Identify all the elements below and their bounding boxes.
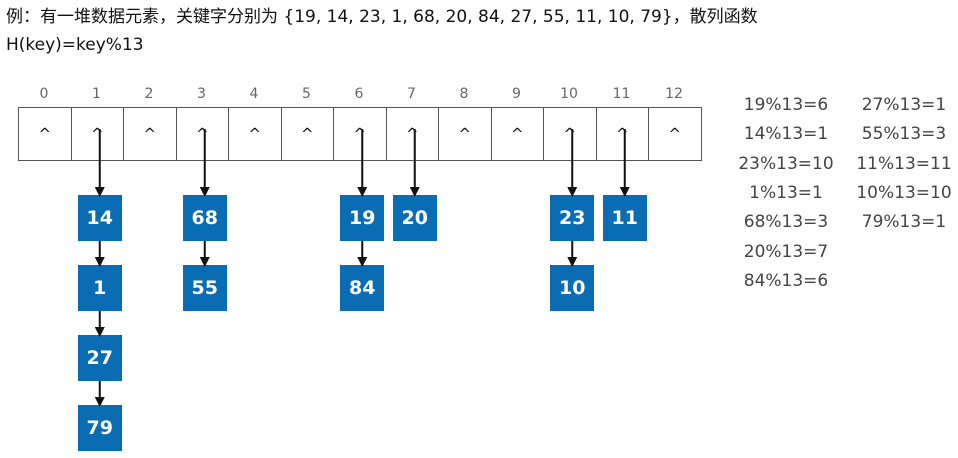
slot-index-4: 4 (249, 86, 259, 102)
chain-node-10: 10 (550, 265, 595, 311)
table-slot-2: ^ (123, 107, 177, 161)
hash-calc-20: 20%13=7 (743, 241, 829, 262)
table-slot-0: ^ (18, 107, 72, 161)
hash-calc-68: 68%13=3 (743, 212, 829, 233)
chain-node-1: 1 (77, 265, 122, 311)
null-pointer-symbol: ^ (38, 125, 52, 143)
slot-index-12: 12 (665, 86, 683, 102)
hash-calc-11: 11%13=11 (856, 153, 952, 174)
chain-node-27: 27 (77, 335, 122, 381)
null-pointer-symbol: ^ (195, 125, 209, 143)
hash-calc-79: 79%13=1 (861, 212, 947, 233)
table-slot-9: ^ (490, 107, 544, 161)
slot-index-6: 6 (354, 86, 364, 102)
table-slot-8: ^ (438, 107, 492, 161)
slot-index-0: 0 (39, 86, 49, 102)
table-slot-12: ^ (648, 107, 702, 161)
chain-node-14: 14 (77, 195, 122, 241)
hash-calc-84: 84%13=6 (743, 270, 829, 291)
null-pointer-symbol: ^ (668, 125, 682, 143)
null-pointer-symbol: ^ (458, 125, 472, 143)
table-slot-1: ^ (70, 107, 124, 161)
slot-index-3: 3 (197, 86, 206, 102)
slot-index-9: 9 (512, 86, 521, 102)
null-pointer-symbol: ^ (405, 125, 419, 143)
hash-calc-27: 27%13=1 (861, 95, 947, 115)
chain-node-19: 19 (340, 195, 385, 241)
null-pointer-symbol: ^ (248, 125, 262, 143)
chain-node-79: 79 (77, 405, 122, 451)
chain-node-84: 84 (340, 265, 385, 311)
slot-index-7: 7 (407, 86, 416, 102)
table-slot-7: ^ (385, 107, 439, 161)
hash-calc-1: 1%13=1 (749, 182, 823, 203)
chain-node-23: 23 (550, 195, 595, 241)
slot-index-11: 11 (612, 86, 631, 102)
hash-calc-55: 55%13=3 (861, 124, 947, 145)
null-pointer-symbol: ^ (143, 125, 157, 143)
null-pointer-symbol: ^ (615, 125, 629, 143)
slot-index-1: 1 (92, 86, 101, 102)
chain-node-11: 11 (602, 195, 647, 241)
table-slot-11: ^ (595, 107, 649, 161)
slot-index-10: 10 (560, 86, 578, 102)
hash-function: H(key)=key%13 (6, 35, 144, 55)
table-slot-4: ^ (228, 107, 282, 161)
slot-index-2: 2 (144, 86, 154, 102)
table-slot-5: ^ (280, 107, 334, 161)
chain-node-68: 68 (182, 195, 227, 241)
chain-node-55: 55 (182, 265, 227, 311)
table-slot-10: ^ (543, 107, 597, 161)
chain-node-20: 20 (392, 195, 437, 241)
slot-index-8: 8 (459, 86, 469, 102)
problem-statement-line1: 例：有一堆数据元素，关键字分别为 {19, 14, 23, 1, 68, 20,… (6, 7, 758, 27)
null-pointer-symbol: ^ (300, 125, 314, 143)
table-slot-6: ^ (333, 107, 387, 161)
table-slot-3: ^ (175, 107, 229, 161)
slot-index-5: 5 (302, 86, 311, 102)
hash-calc-14: 14%13=1 (743, 124, 829, 145)
null-pointer-symbol: ^ (510, 125, 524, 143)
null-pointer-symbol: ^ (563, 125, 577, 143)
hash-calc-10: 10%13=10 (856, 182, 952, 203)
hash-calc-23: 23%13=10 (738, 153, 834, 174)
null-pointer-symbol: ^ (353, 125, 367, 143)
hash-calc-19: 19%13=6 (743, 95, 829, 115)
null-pointer-symbol: ^ (90, 125, 104, 143)
